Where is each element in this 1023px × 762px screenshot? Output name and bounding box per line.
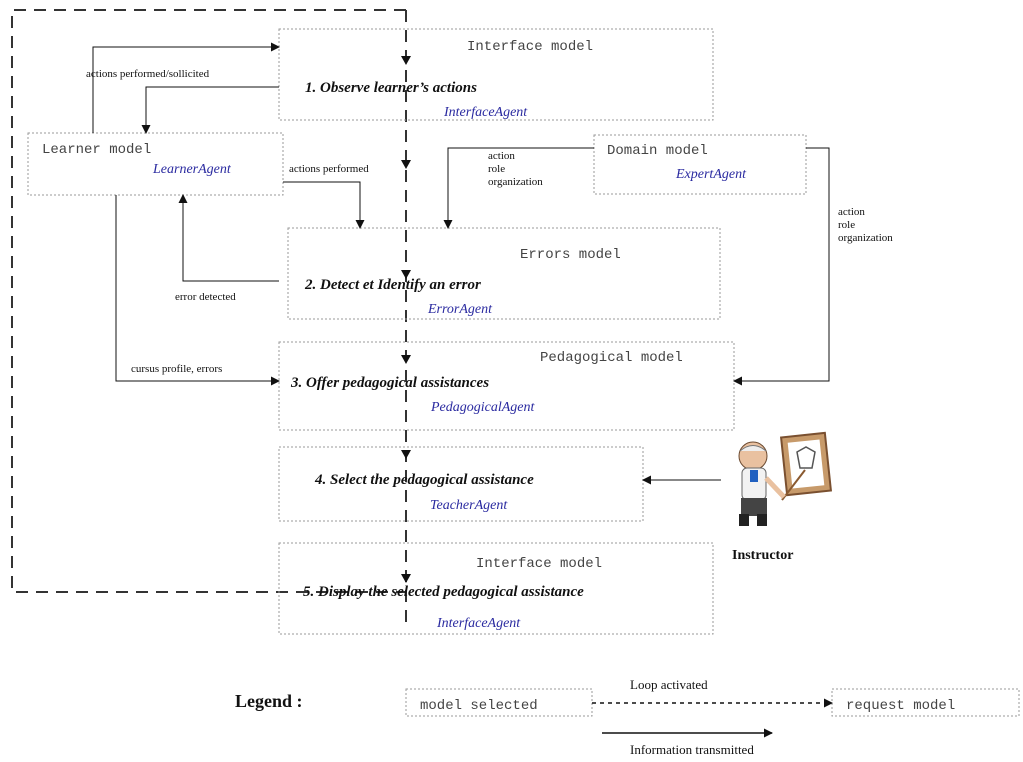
- flow-arrowhead: [401, 160, 411, 169]
- flow-arrowhead: [401, 574, 411, 583]
- edge-label-error-detected: error detected: [175, 291, 236, 303]
- domain-model-label: Domain model: [607, 143, 708, 159]
- step-1-label: 1. Observe learner’s actions: [305, 80, 477, 96]
- edge-label-domain-pedagogical-1: action: [838, 206, 865, 218]
- error-agent: ErrorAgent: [427, 302, 493, 317]
- instructor-illustration: [738, 431, 833, 526]
- edge-learner-to-errors: [283, 181, 365, 229]
- flow-arrowhead: [401, 56, 411, 65]
- edge-learner-to-interface: [92, 42, 280, 133]
- flow-arrowhead: [401, 270, 411, 279]
- pedagogical-model-label: Pedagogical model: [540, 350, 683, 366]
- instructor-label: Instructor: [732, 548, 793, 563]
- edge-label-domain-pedagogical-2: role: [838, 219, 855, 231]
- interface-agent-top: InterfaceAgent: [443, 105, 528, 120]
- edge-label-cursus-profile-errors: cursus profile, errors: [131, 363, 222, 375]
- learner-model-box[interactable]: [27, 132, 284, 196]
- teacher-agent: TeacherAgent: [430, 498, 508, 513]
- flow-arrowhead: [401, 450, 411, 459]
- errors-model-label: Errors model: [520, 247, 621, 263]
- interface-model-top-box[interactable]: [278, 28, 714, 121]
- step-3-label: 3. Offer pedagogical assistances: [290, 375, 489, 391]
- edge-label-actions-performed: actions performed: [289, 163, 369, 175]
- edge-label-domain-errors-3: organization: [488, 176, 543, 188]
- edge-label-domain-errors-1: action: [488, 150, 515, 162]
- legend-model-selected: model selected: [420, 698, 538, 714]
- edge-learner-to-pedagogical: [115, 195, 280, 386]
- step-4-label: 4. Select the pedagogical assistance: [314, 472, 534, 488]
- edge-interface-to-learner: [141, 86, 279, 134]
- pedagogical-agent: PedagogicalAgent: [430, 400, 536, 415]
- learner-agent: LearnerAgent: [152, 162, 232, 177]
- interface-model-bottom-label: Interface model: [476, 556, 602, 572]
- edge-label-domain-errors-2: role: [488, 163, 505, 175]
- step-2-label: 2. Detect et Identify an error: [304, 277, 481, 293]
- flow-arrowhead: [401, 355, 411, 364]
- loop-frame: [11, 9, 406, 593]
- interface-agent-bottom: InterfaceAgent: [436, 616, 521, 631]
- edge-label-actions-performed-sollicited: actions performed/sollicited: [86, 68, 210, 80]
- legend-title: Legend :: [235, 691, 303, 711]
- edge-domain-to-errors: [443, 147, 594, 229]
- legend-model-selected-box: [405, 688, 593, 717]
- legend-information-transmitted: Information transmitted: [630, 742, 754, 757]
- learner-model-label: Learner model: [42, 142, 151, 158]
- interface-model-top-label: Interface model: [467, 39, 593, 55]
- domain-model-box[interactable]: [593, 134, 807, 195]
- edge-domain-to-pedagogical: [733, 147, 830, 386]
- errors-model-box[interactable]: [287, 227, 721, 320]
- legend-request-model-box: [831, 688, 1020, 717]
- edge-label-domain-pedagogical-3: organization: [838, 232, 893, 244]
- interface-model-bottom-box[interactable]: [278, 542, 714, 635]
- legend-request-model: request model: [846, 698, 955, 714]
- expert-agent: ExpertAgent: [675, 167, 747, 182]
- edge-errors-to-learner: [178, 194, 279, 282]
- pedagogical-model-box[interactable]: [278, 341, 735, 431]
- step-5-label: 5. Display the selected pedagogical assi…: [303, 584, 584, 600]
- legend-loop-activated: Loop activated: [630, 677, 708, 692]
